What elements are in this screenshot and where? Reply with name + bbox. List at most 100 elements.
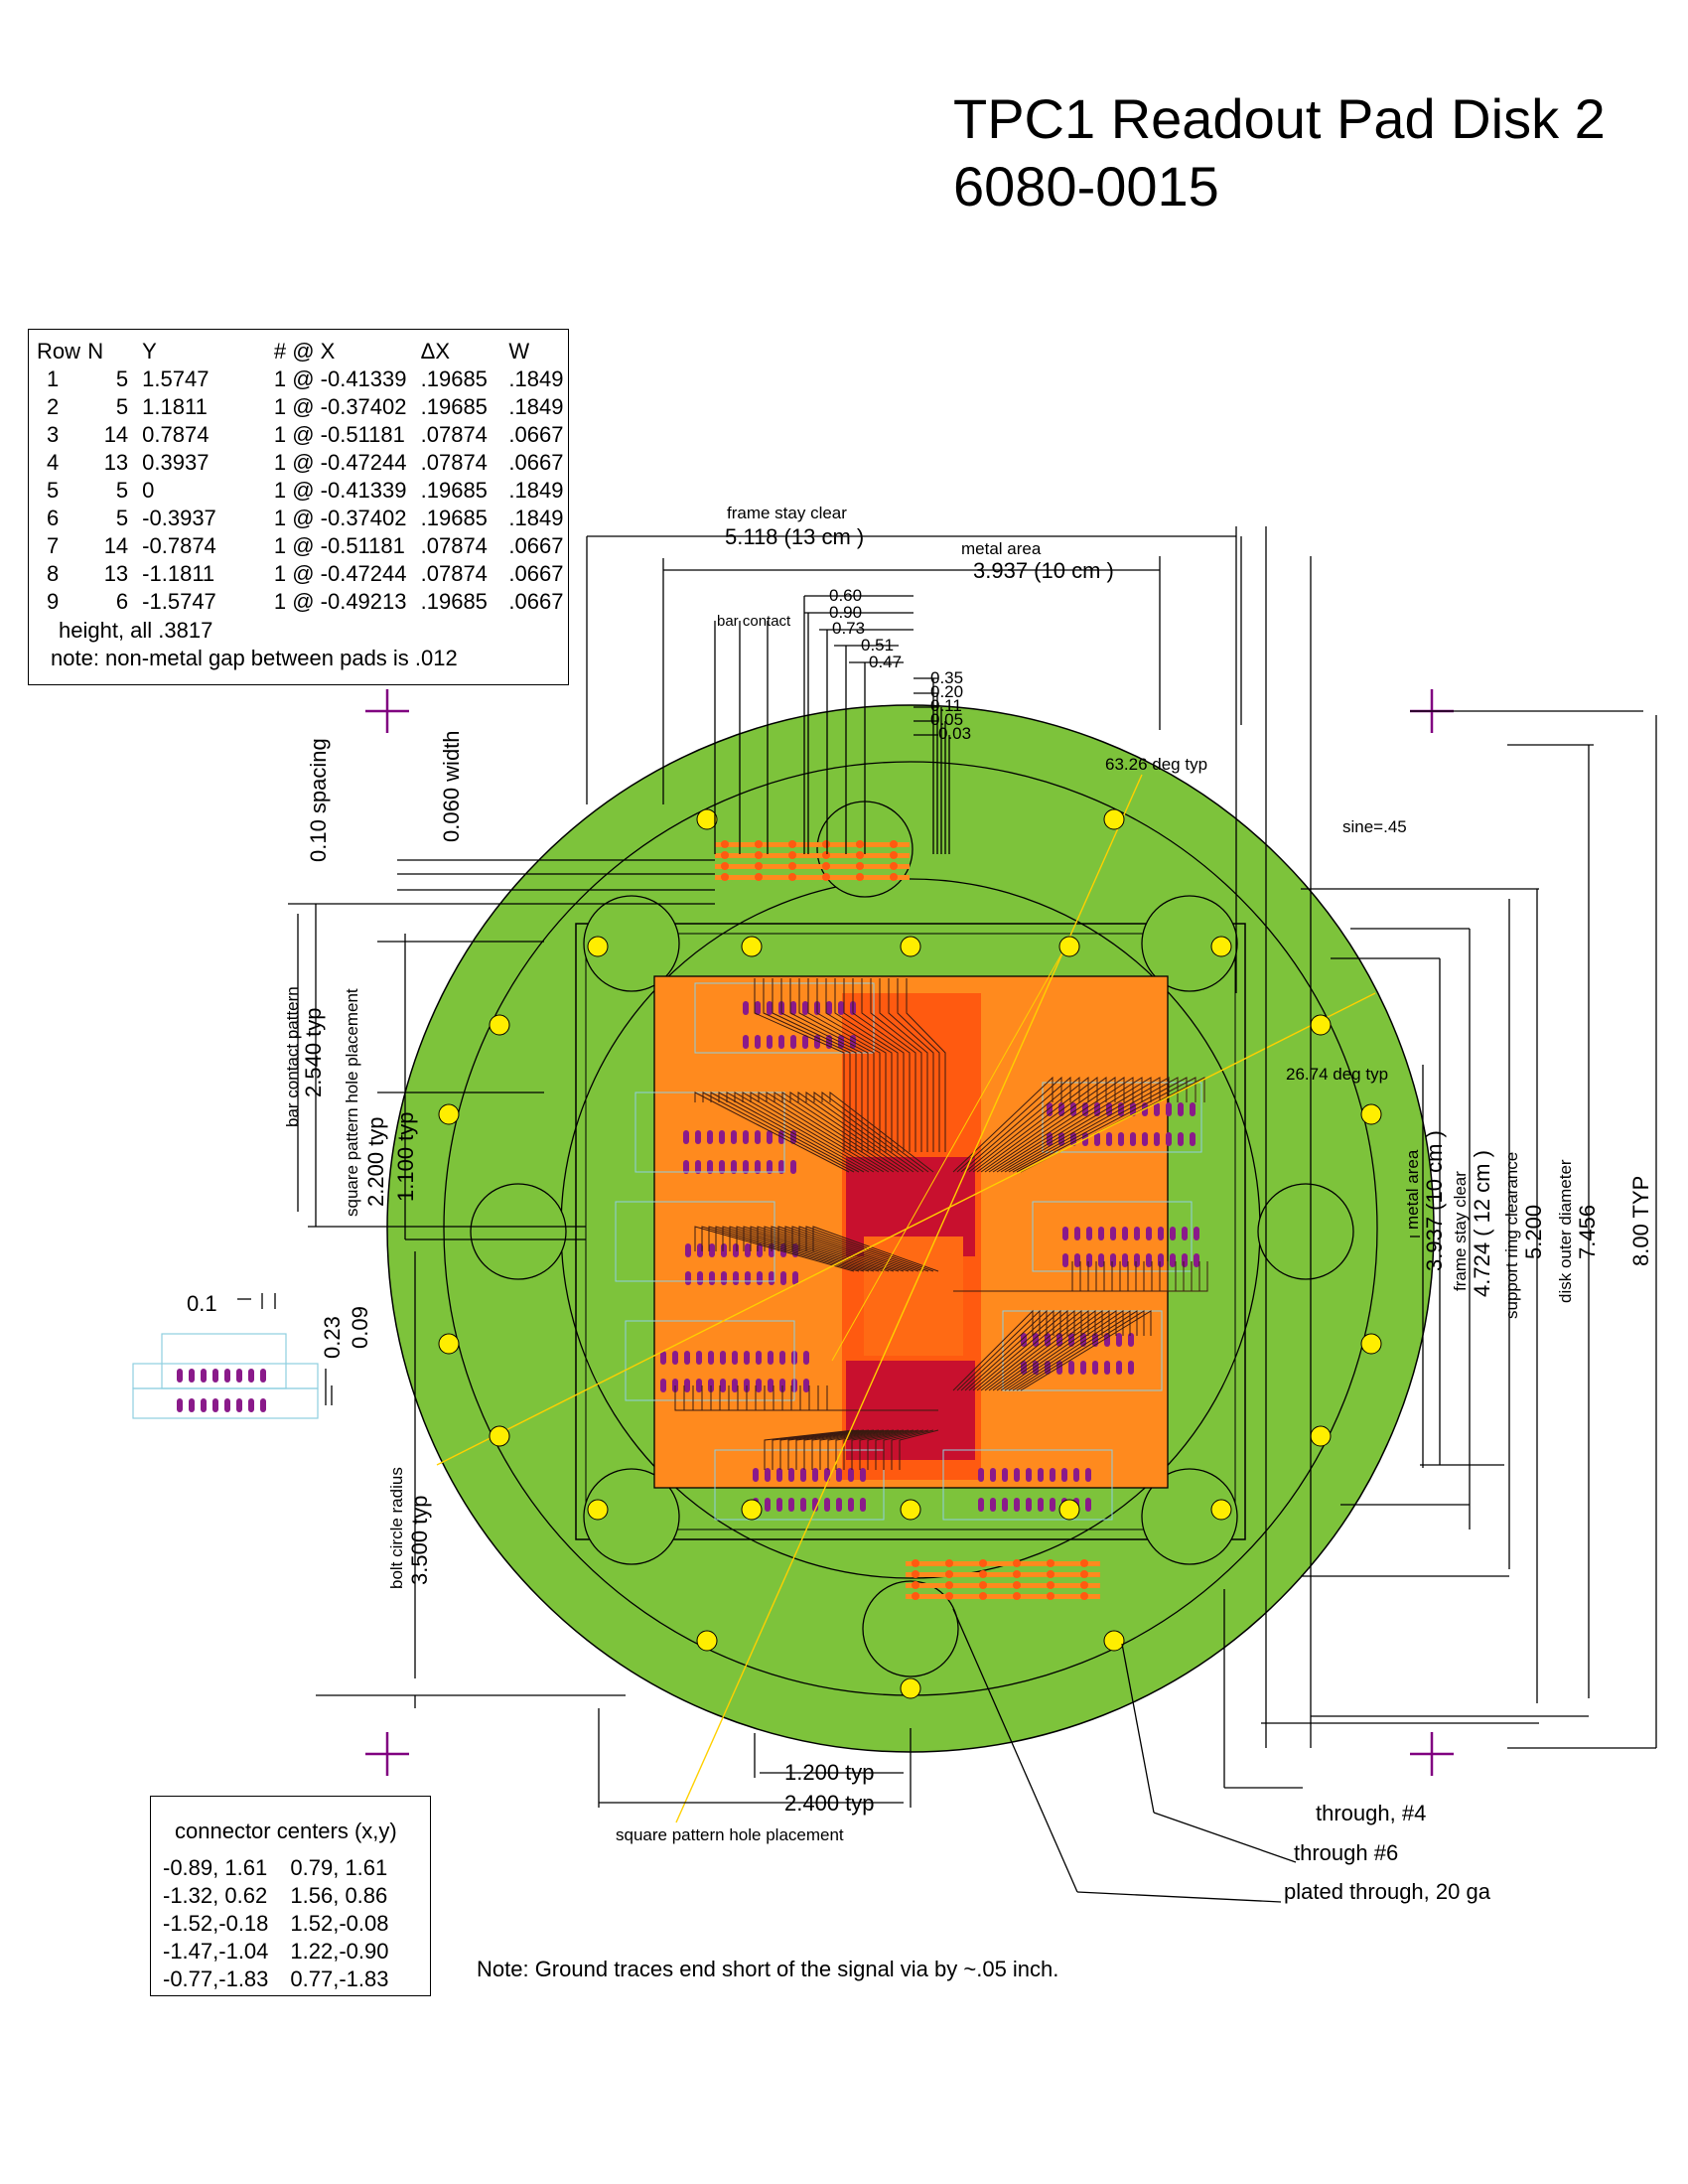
mounting-hole <box>438 1333 460 1355</box>
pad <box>733 1271 739 1285</box>
pad <box>1086 1253 1092 1267</box>
pad <box>1026 1498 1032 1512</box>
dense-trace-block <box>846 1157 975 1217</box>
trace <box>736 1226 885 1272</box>
pad <box>756 1351 762 1365</box>
table-cell: 1 @ -0.37402 <box>273 394 407 419</box>
dimension-label: disk outer diameter <box>1556 1159 1575 1303</box>
pad <box>756 1379 762 1392</box>
frame-inner <box>585 933 1236 1530</box>
via <box>721 840 729 848</box>
trace <box>729 1226 880 1272</box>
via <box>721 851 729 859</box>
trace <box>805 1092 919 1173</box>
mounting-hole <box>1360 1333 1382 1355</box>
pad <box>696 1379 702 1392</box>
bar-contact <box>715 864 910 869</box>
dimension-label: metal area <box>961 539 1042 558</box>
pad <box>1182 1227 1188 1240</box>
pad <box>1170 1227 1176 1240</box>
pad <box>1116 1333 1122 1347</box>
pad <box>1070 1102 1076 1116</box>
trace <box>797 1092 914 1173</box>
via <box>912 1592 919 1600</box>
pad <box>1182 1253 1188 1267</box>
dimension-label: 2.540 typ <box>301 1007 326 1097</box>
table-cell: -1.1811 <box>142 561 215 586</box>
header-n: N <box>87 339 104 364</box>
via <box>856 873 864 881</box>
via <box>979 1592 987 1600</box>
pad <box>1014 1498 1020 1512</box>
dimension-label: 3.937 (10 cm ) <box>973 558 1114 583</box>
pad <box>1110 1253 1116 1267</box>
table-cell: .0667 <box>508 589 564 614</box>
pad <box>1098 1253 1104 1267</box>
dimension-label: 26.74 deg typ <box>1286 1065 1388 1084</box>
table-cell: 1.56, 0.86 <box>290 1883 388 1908</box>
trace <box>743 1226 890 1272</box>
trace <box>1021 1261 1208 1292</box>
pad <box>1002 1468 1008 1482</box>
pad <box>1068 1361 1074 1375</box>
table-cell: 6 <box>47 506 60 530</box>
trace <box>708 1226 865 1272</box>
pad <box>1158 1227 1164 1240</box>
pad <box>860 1468 866 1482</box>
via <box>822 851 830 859</box>
pad-outline <box>625 1320 795 1401</box>
pad <box>189 1398 195 1412</box>
mounting-hole <box>741 936 763 957</box>
pad <box>1074 1253 1080 1267</box>
pad-outline <box>694 982 875 1054</box>
table-cell: 1 @ -0.41339 <box>273 478 407 503</box>
table-cell: -0.3937 <box>142 506 216 530</box>
pad <box>778 1160 784 1174</box>
bar-contact <box>906 1561 1100 1566</box>
trace <box>867 1429 919 1470</box>
trace <box>992 1310 1103 1391</box>
pad <box>769 1271 774 1285</box>
trace <box>952 1309 1034 1391</box>
table-cell: .1849 <box>508 366 564 391</box>
dimension-line <box>952 1608 1078 1893</box>
trace <box>780 978 863 1152</box>
trace <box>972 1076 1098 1173</box>
pad <box>732 1351 738 1365</box>
pad-outline <box>942 1449 1113 1521</box>
trace <box>825 978 893 1152</box>
trace <box>807 978 881 1152</box>
connector-clearance <box>1257 1183 1354 1280</box>
pad <box>1104 1361 1110 1375</box>
pad <box>1086 1227 1092 1240</box>
pad <box>260 1369 266 1383</box>
trace <box>795 1429 875 1470</box>
dimension-line <box>1076 1891 1282 1903</box>
offset-label: 0.60 <box>829 586 862 605</box>
pad <box>978 1468 984 1482</box>
mounting-hole <box>1103 808 1125 830</box>
via <box>822 840 830 848</box>
trace <box>834 978 899 1152</box>
trace <box>722 1226 875 1272</box>
pad <box>743 1001 749 1015</box>
via <box>912 1559 919 1567</box>
pad <box>683 1160 689 1174</box>
pad <box>838 1001 844 1015</box>
mounting-hole <box>587 1499 609 1521</box>
pad <box>788 1468 794 1482</box>
pad <box>1194 1227 1199 1240</box>
pad <box>990 1468 996 1482</box>
offset-label: 0.35 <box>930 668 963 687</box>
pad <box>1094 1132 1100 1146</box>
table-cell: 8 <box>47 561 60 586</box>
pad <box>1098 1227 1104 1240</box>
pad <box>812 1498 818 1512</box>
via <box>856 862 864 870</box>
table-cell: 13 <box>103 561 129 586</box>
dimension-label: 5.200 <box>1521 1205 1546 1259</box>
pad <box>757 1271 763 1285</box>
pad <box>743 1160 749 1174</box>
pad <box>1166 1132 1172 1146</box>
pad <box>788 1498 794 1512</box>
